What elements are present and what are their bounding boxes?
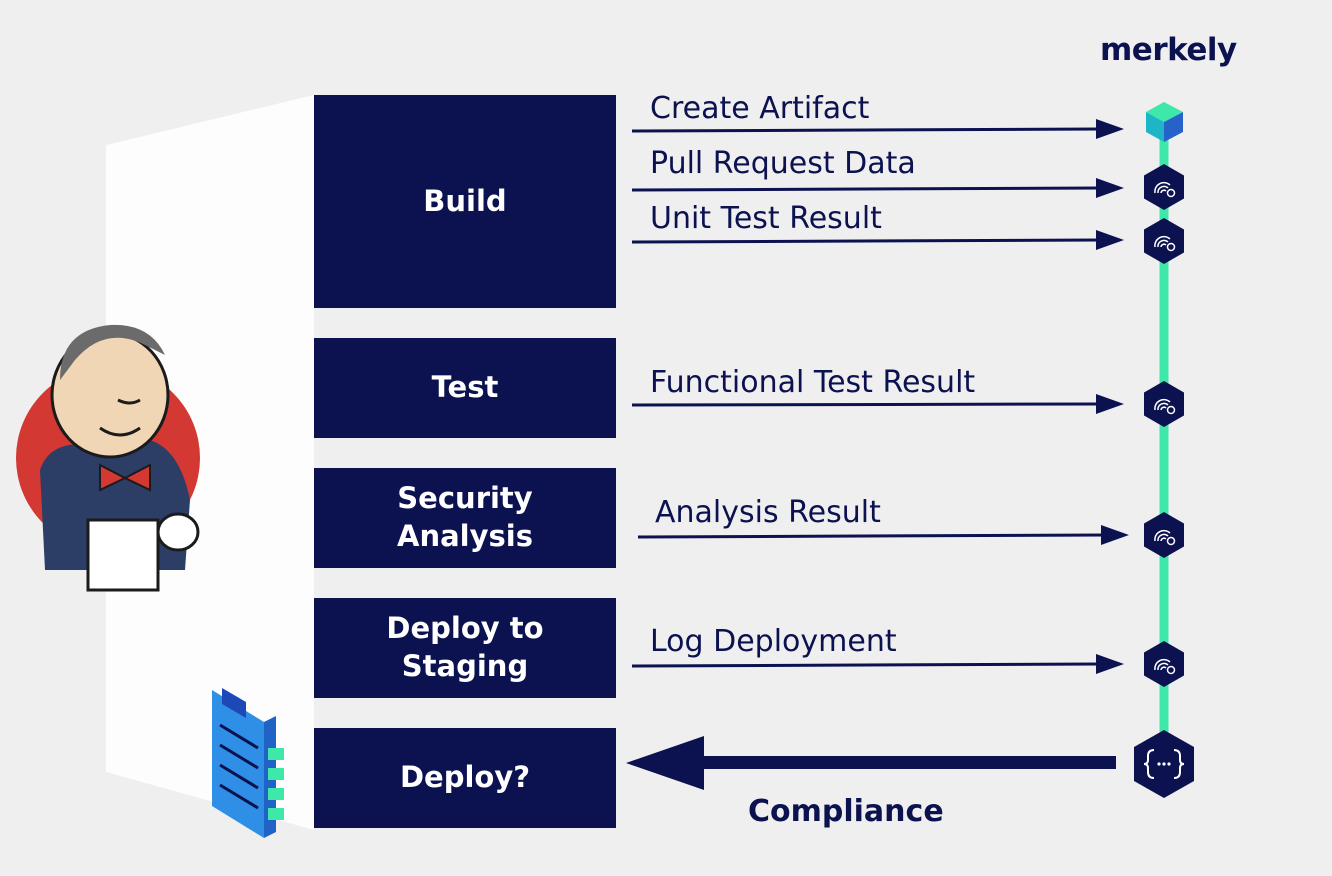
event-label-create-artifact: Create Artifact <box>650 91 870 126</box>
fingerprint-hex-icon <box>1144 164 1184 210</box>
stage-security-analysis: Security Analysis <box>314 468 616 568</box>
fingerprint-hex-icon <box>1144 512 1184 558</box>
event-label-log-deployment: Log Deployment <box>650 624 897 659</box>
server-panel <box>106 95 314 830</box>
compliance-arrow <box>626 736 1116 790</box>
cube-icon <box>1146 102 1183 142</box>
jenkins-butler-icon <box>16 324 200 592</box>
event-arrows <box>631 119 1129 674</box>
clipboard-checklist-icon <box>212 688 284 838</box>
stage-label: Test <box>431 370 499 405</box>
stage-build: Build <box>314 95 616 308</box>
fingerprint-hex-icon <box>1144 641 1184 687</box>
event-label-analysis-result: Analysis Result <box>655 495 881 530</box>
event-label-functional-test-result: Functional Test Result <box>650 365 976 400</box>
stage-test: Test <box>314 338 616 438</box>
stage-deploy: Deploy? <box>314 728 616 828</box>
fingerprint-hex-icons <box>1144 164 1184 687</box>
fingerprint-hex-icon <box>1144 381 1184 427</box>
stage-label: Build <box>423 183 507 218</box>
policy-braces-icon <box>1134 730 1194 798</box>
stage-deploy-to-staging: Deploy to Staging <box>314 598 616 698</box>
merkely-logo: merkely <box>1100 32 1237 68</box>
event-label-unit-test-result: Unit Test Result <box>650 201 882 236</box>
stage-label: Deploy? <box>399 760 531 795</box>
stage-label: Deploy to Staging <box>386 611 544 683</box>
compliance-label: Compliance <box>748 794 944 829</box>
fingerprint-hex-icon <box>1144 218 1184 264</box>
stage-label: Security Analysis <box>397 481 533 553</box>
event-label-pull-request-data: Pull Request Data <box>650 146 916 181</box>
